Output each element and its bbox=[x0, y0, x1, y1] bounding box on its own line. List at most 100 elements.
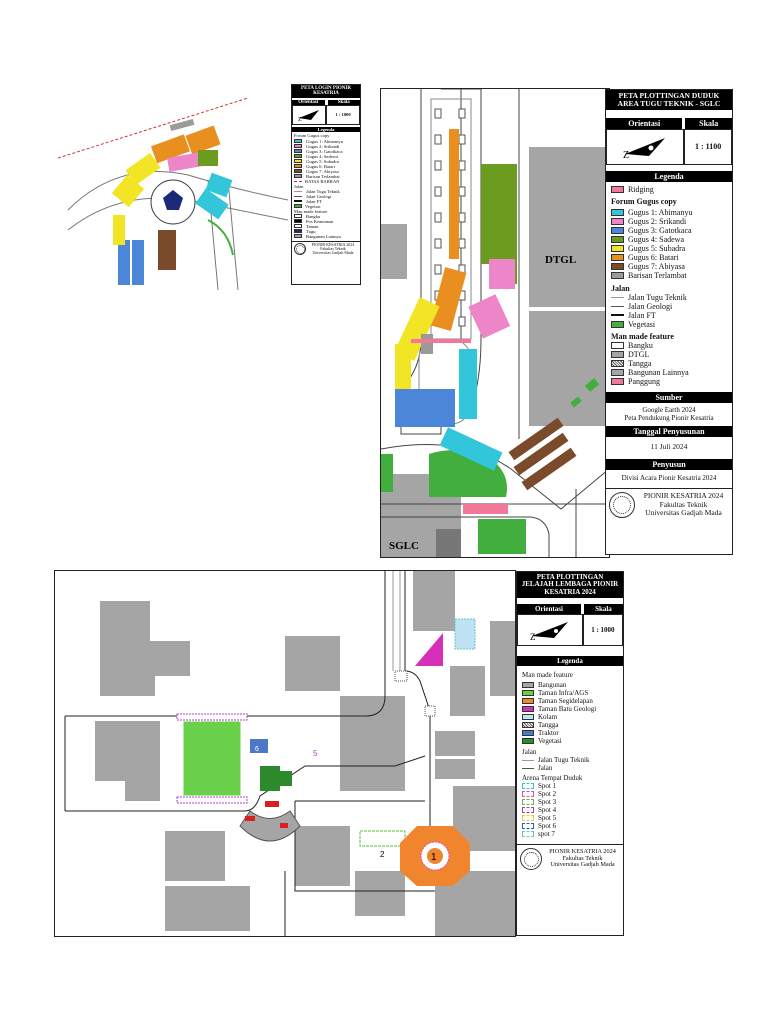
legend-item: DTGL bbox=[611, 350, 727, 359]
legend-item: Bangunan Lainnya bbox=[294, 234, 358, 239]
map2-forum-label: Forum Gugus copy bbox=[611, 196, 677, 206]
spot-4-marker bbox=[176, 713, 248, 721]
legend-item-label: Taman bbox=[306, 223, 319, 229]
legend-swatch bbox=[522, 738, 534, 745]
map2-jalan-label: Jalan bbox=[611, 283, 630, 293]
legend-swatch bbox=[522, 730, 534, 737]
legend-swatch bbox=[294, 149, 302, 153]
legend-swatch bbox=[522, 682, 534, 689]
legend-item: Spot 5 bbox=[522, 814, 618, 822]
map1-footer: PIONIR KESATRIA 2024 Fakultas Teknik Uni… bbox=[292, 240, 360, 256]
legend-item: Jalan Tugu Teknik bbox=[522, 756, 618, 764]
legend-item-label: Spot 3 bbox=[538, 798, 557, 807]
map3-orientasi-label: Orientasi bbox=[517, 604, 581, 615]
map2-tanggal-value: 11 Juli 2024 bbox=[650, 441, 688, 451]
legend-item: Jalan Tugu Teknik bbox=[294, 189, 358, 194]
map-login-area bbox=[58, 80, 290, 290]
legend-swatch bbox=[294, 144, 302, 148]
bangku bbox=[434, 134, 442, 145]
map1-north-arrow-icon: Z bbox=[292, 104, 326, 125]
bangku bbox=[458, 212, 466, 223]
map-login-drawing bbox=[58, 97, 289, 290]
spot-7-marker bbox=[454, 618, 476, 650]
building-dtgl bbox=[529, 147, 609, 307]
tangga bbox=[436, 529, 461, 557]
map3-scale-value: 1 : 1000 bbox=[582, 614, 623, 647]
legend-swatch bbox=[294, 224, 302, 228]
legend-item-label: Barisan Terlambat bbox=[628, 270, 687, 280]
legend-item: Tugu bbox=[294, 229, 358, 234]
legend-item: Taman Infra/AGS bbox=[522, 689, 618, 697]
legend-swatch bbox=[522, 799, 534, 806]
legend-item: Spot 1 bbox=[522, 782, 618, 790]
legend-item: Spot 3 bbox=[522, 798, 618, 806]
tangga bbox=[424, 705, 436, 717]
legend-item-label: spot 7 bbox=[538, 830, 555, 839]
legend-item: Barisan Terlambat bbox=[611, 271, 727, 280]
legend-item-label: Tangga bbox=[538, 721, 559, 730]
legend-item-label: Panggung bbox=[628, 376, 660, 386]
bangku bbox=[434, 108, 442, 119]
legend-item: Gugus 1: Abimanyu bbox=[611, 208, 727, 217]
building bbox=[529, 311, 609, 426]
spot-3-marker bbox=[359, 830, 406, 847]
legend-item-label: Jalan FT bbox=[306, 198, 322, 204]
map1-footer-line1: PIONIR KESATRIA 2024 bbox=[311, 241, 355, 247]
legend-item: Jalan bbox=[522, 764, 618, 772]
bangku bbox=[434, 264, 442, 275]
map3-skala-label: Skala bbox=[583, 604, 623, 615]
legend-item-label: Gugus 4: Sadewa bbox=[628, 234, 684, 244]
vegetasi bbox=[478, 519, 526, 554]
map1-legend-panel: PETA LOGIN PIONIR KESATRIA Orientasi Ska… bbox=[291, 84, 361, 285]
map2-orientasi-label: Orientasi bbox=[606, 117, 683, 129]
red-marker bbox=[280, 823, 288, 828]
map2-tanggal-header: Tanggal Penyusunan bbox=[606, 425, 732, 437]
legend-swatch bbox=[522, 690, 534, 697]
bangku bbox=[434, 212, 442, 223]
map1-skala-label: Skala bbox=[327, 99, 360, 105]
legend-item: Tangga bbox=[522, 721, 618, 729]
legend-item-label: Taman Infra/AGS bbox=[538, 689, 589, 698]
legend-swatch bbox=[294, 169, 302, 173]
gugus-blocks bbox=[394, 129, 577, 491]
legend-swatch bbox=[294, 154, 302, 158]
map3-north-arrow-icon: Z bbox=[517, 614, 583, 647]
map-tugu-teknik-sglc: DTGL SGLC bbox=[381, 89, 609, 557]
legend-line bbox=[611, 314, 624, 317]
red-marker bbox=[265, 801, 279, 807]
map2-footer-line3: Universitas Gadjah Mada bbox=[645, 507, 722, 517]
legend-line bbox=[611, 305, 624, 307]
legend-item: spot 7 bbox=[522, 830, 618, 838]
legend-item: Vegetasi bbox=[522, 737, 618, 745]
legend-item-label: Taman Segidelapan bbox=[538, 697, 593, 706]
legend-item-label: Kolam bbox=[538, 713, 558, 722]
road-line bbox=[227, 179, 239, 290]
legend-item: Jalan Geologi bbox=[611, 302, 727, 311]
map2-vegetasi-label: Vegetasi bbox=[628, 319, 656, 329]
legend-item-label: Gugus 4: Sadewa bbox=[306, 153, 339, 159]
legend-item-label: Gugus 2: Srikandi bbox=[628, 216, 687, 226]
legend-swatch bbox=[611, 235, 624, 243]
legend-item: Traktor bbox=[522, 729, 618, 737]
legend-swatch bbox=[611, 341, 624, 349]
legend-item-label: Pos Keamanan bbox=[306, 218, 334, 224]
legend-item-label: Bangku bbox=[628, 340, 653, 350]
map1-footer-line2: Fakultas Teknik bbox=[320, 245, 346, 251]
spot-1-center bbox=[427, 848, 443, 864]
legend-swatch bbox=[522, 706, 534, 713]
legend-item-label: Spot 4 bbox=[538, 806, 557, 815]
taman-batu-geologi bbox=[415, 633, 443, 666]
map3-footer: PIONIR KESATRIA 2024 Fakultas Teknik Uni… bbox=[517, 844, 623, 871]
legend-item-label: Traktor bbox=[538, 729, 559, 738]
map3-title: PETA PLOTTINGAN JELAJAH LEMBAGA PIONIR K… bbox=[517, 572, 623, 599]
legend-swatch bbox=[522, 831, 534, 838]
map3-arena-label: Arena Tempat Duduk bbox=[522, 774, 583, 783]
legend-swatch bbox=[522, 698, 534, 705]
legend-item: Gugus 4: Sadewa bbox=[294, 154, 358, 159]
legend-swatch bbox=[294, 219, 302, 223]
legend-item: Spot 2 bbox=[522, 790, 618, 798]
map2-sumber-line2: Peta Pendukung Pionir Kesatria bbox=[624, 413, 714, 422]
